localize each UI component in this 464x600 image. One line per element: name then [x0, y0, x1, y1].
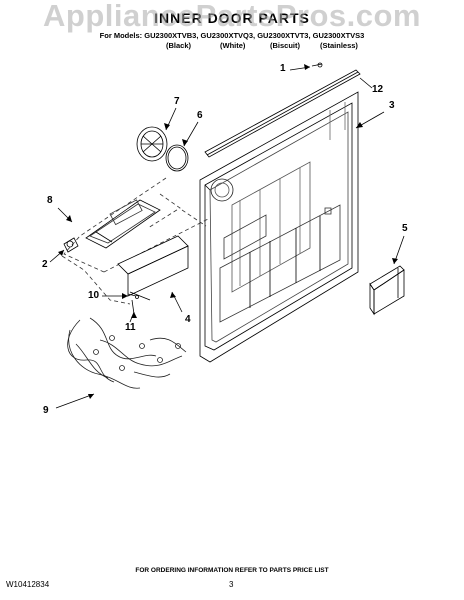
page-number: 3: [229, 580, 234, 589]
arrowheads: [58, 64, 398, 399]
side-bracket: [369, 265, 405, 316]
top-strip: [204, 69, 361, 158]
small-fasteners: [127, 293, 139, 315]
screw: [311, 62, 323, 68]
callout-11: 11: [125, 322, 136, 333]
document-number: W10412834: [6, 580, 50, 589]
callout-12: 12: [372, 84, 384, 95]
color-black: (Black): [166, 41, 192, 50]
ordering-note: FOR ORDERING INFORMATION REFER TO PARTS …: [135, 567, 329, 574]
vent-cap: [136, 126, 168, 162]
callout-4: 4: [185, 314, 191, 325]
callout-6: 6: [197, 110, 203, 121]
page-title: INNER DOOR PARTS: [154, 10, 310, 26]
callout-1: 1: [280, 63, 286, 74]
callout-3: 3: [389, 100, 395, 111]
callout-7: 7: [174, 96, 180, 107]
dispenser-assembly: [85, 199, 161, 249]
inner-door-panel: [199, 91, 359, 363]
knob: [63, 237, 79, 253]
color-biscuit: (Biscuit): [270, 41, 300, 50]
color-stainless: (Stainless): [320, 41, 358, 50]
callout-10: 10: [88, 290, 100, 301]
circuit-board: [117, 235, 189, 301]
callout-2: 2: [42, 259, 48, 270]
callout-9: 9: [43, 405, 49, 416]
leader-lines: [49, 66, 405, 409]
gasket-ring: [165, 144, 189, 172]
callout-8: 8: [47, 195, 53, 206]
color-white: (White): [220, 41, 246, 50]
callout-5: 5: [402, 223, 408, 234]
dashed-guides: [61, 177, 211, 305]
models-line: For Models: GU2300XTVB3, GU2300XTVQ3, GU…: [99, 31, 365, 40]
